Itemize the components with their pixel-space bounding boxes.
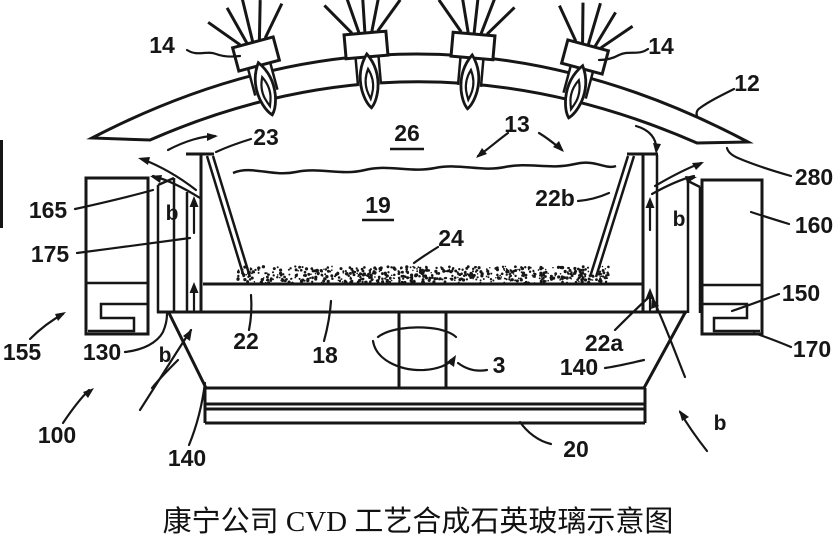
ref-label-22a: 22a xyxy=(585,330,624,356)
outer-wall-left-block xyxy=(84,176,150,336)
ref-label-130: 130 xyxy=(83,339,121,365)
supply-lines-icon xyxy=(558,2,634,50)
ref-label-165: 165 xyxy=(29,197,68,223)
inner-ring-wall-left xyxy=(156,176,189,313)
rotation-arrow-front xyxy=(371,339,453,372)
ref-label-280: 280 xyxy=(795,164,833,190)
base-plate xyxy=(157,282,687,314)
arrowhead-icon xyxy=(653,143,661,154)
ref-label-13: 13 xyxy=(504,111,530,137)
ref-label-160: 160 xyxy=(795,212,833,238)
ref-label-3: 3 xyxy=(493,352,506,378)
arrowhead-icon xyxy=(692,162,704,170)
supply-lines-icon xyxy=(437,0,516,36)
ref-label-18: 18 xyxy=(312,342,338,368)
supply-lines-icon xyxy=(323,0,402,35)
ref-label-b-upper-right: b xyxy=(673,208,686,231)
arrowhead-icon xyxy=(207,133,218,141)
skirt-wall-right xyxy=(642,310,688,389)
ref-label-14-left: 14 xyxy=(149,32,175,58)
ref-label-150: 150 xyxy=(782,280,820,306)
arrowhead-icon xyxy=(645,197,655,208)
ref-label-100: 100 xyxy=(38,422,76,448)
ref-label-170: 170 xyxy=(793,336,831,362)
burner-icon xyxy=(207,0,284,117)
ref-label-24: 24 xyxy=(438,225,464,251)
ref-label-b-upper-left: b xyxy=(166,202,179,225)
arrowhead-icon xyxy=(685,176,697,183)
ref-label-22b: 22b xyxy=(535,185,575,211)
labyrinth-seal-right xyxy=(702,302,760,333)
supply-lines-icon xyxy=(207,0,284,47)
arrowhead-icon xyxy=(138,157,150,165)
burner-icon xyxy=(558,2,634,120)
scan-artifact xyxy=(0,140,3,228)
melt-surface-line xyxy=(232,161,617,175)
crucible-inner-face-left xyxy=(205,155,252,278)
arrowhead-icon xyxy=(645,288,655,299)
arrowhead-icon xyxy=(553,141,564,152)
crucible-inner-face-right xyxy=(588,155,636,278)
ref-label-175: 175 xyxy=(31,241,70,267)
ref-label-b-lower-right: b xyxy=(714,412,727,435)
arrowhead-icon xyxy=(651,297,659,309)
arrowhead-icon xyxy=(150,175,162,183)
ref-label-26: 26 xyxy=(394,120,420,146)
arrowhead-icon xyxy=(447,355,456,367)
soot-layer xyxy=(236,265,610,285)
figure-caption: 康宁公司 CVD 工艺合成石英玻璃示意图 xyxy=(163,505,674,538)
rotation-arrow-back xyxy=(376,326,458,339)
burner-icon xyxy=(437,0,516,111)
ref-label-19: 19 xyxy=(365,192,391,218)
ref-label-140-right: 140 xyxy=(560,354,598,380)
leader-lines xyxy=(73,47,793,447)
arrowhead-icon xyxy=(189,196,199,207)
ref-label-140-left: 140 xyxy=(168,445,206,471)
ref-label-155: 155 xyxy=(3,339,42,365)
rotating-shaft xyxy=(371,312,458,388)
arrowhead-icon xyxy=(679,410,689,421)
arrowhead-icon xyxy=(183,329,192,341)
dome-crown xyxy=(86,52,754,145)
arrowheads xyxy=(55,133,704,421)
inner-ring-wall-right xyxy=(655,155,702,313)
ref-label-20: 20 xyxy=(563,436,589,462)
skirt-wall-left xyxy=(167,312,208,389)
lower-skirt-and-plates xyxy=(167,310,688,425)
ref-label-14-right: 14 xyxy=(648,33,674,59)
arrowhead-icon xyxy=(189,282,199,293)
flame-icon xyxy=(358,51,380,110)
arrowhead-icon xyxy=(476,148,487,158)
outer-wall-right-block xyxy=(700,178,764,336)
burner-group xyxy=(207,0,634,120)
arrowhead-icon xyxy=(83,388,94,398)
ref-label-23: 23 xyxy=(253,124,279,150)
burner-icon xyxy=(323,0,402,110)
labyrinth-seal-left xyxy=(88,302,148,333)
ref-label-22: 22 xyxy=(233,328,259,354)
bottom-plate-stack xyxy=(203,386,647,425)
flame-icon xyxy=(459,52,481,111)
ref-label-b-lower-left: b xyxy=(159,344,172,367)
crucible xyxy=(186,152,658,312)
arrowhead-icon xyxy=(55,312,66,321)
ref-label-12: 12 xyxy=(734,70,760,96)
